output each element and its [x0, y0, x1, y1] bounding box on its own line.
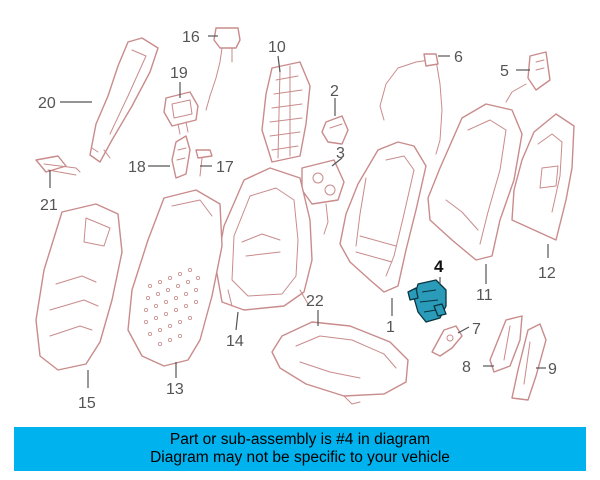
label-19: 19 [170, 65, 188, 82]
part-info-banner: Part or sub-assembly is #4 in diagram Di… [14, 427, 586, 471]
label-21: 21 [40, 197, 58, 214]
part-5-switch [505, 51, 551, 103]
label-10: 10 [268, 39, 286, 56]
callout-labels: 20 16 10 19 2 6 5 3 17 18 21 12 11 1 4 7… [38, 29, 557, 412]
label-6: 6 [454, 49, 463, 66]
label-12: 12 [538, 265, 556, 282]
part-15-backrest-cover [35, 203, 123, 371]
part-6-cable [379, 53, 443, 155]
label-3: 3 [336, 145, 345, 162]
part-10-lumbar-mat [261, 61, 311, 163]
part-2-motor [321, 115, 349, 145]
parts-diagram: 20 16 10 19 2 6 5 3 17 18 21 12 11 1 4 7… [35, 27, 575, 412]
label-13: 13 [166, 381, 184, 398]
part-14-seat-frame [215, 167, 313, 311]
part-16-headrest-guide [205, 27, 241, 111]
part-18-latch [171, 135, 191, 179]
leader-lines [49, 35, 549, 388]
part-1-backrest-frame [339, 141, 427, 293]
label-14: 14 [226, 333, 244, 350]
part-4-adjuster [407, 279, 447, 323]
label-7: 7 [472, 321, 481, 338]
banner-line-2: Diagram may not be specific to your vehi… [150, 449, 450, 466]
part-20-trim-panel [89, 37, 159, 163]
part-19-bracket [163, 91, 199, 135]
part-12-back-panel [511, 113, 575, 241]
part-11-backrest-shell [427, 103, 523, 261]
label-20: 20 [38, 95, 56, 112]
part-8-side-cover [489, 315, 523, 373]
part-13-perforated-cover [127, 189, 223, 367]
label-22: 22 [306, 293, 324, 310]
label-4: 4 [434, 257, 444, 276]
part-9-side-trim [511, 323, 547, 401]
label-1: 1 [386, 319, 395, 336]
banner-line-1: Part or sub-assembly is #4 in diagram [169, 431, 431, 448]
label-15: 15 [78, 395, 96, 412]
label-9: 9 [548, 361, 557, 378]
label-5: 5 [500, 63, 509, 80]
label-18: 18 [128, 159, 146, 176]
part-17-screw [195, 149, 213, 177]
label-16: 16 [182, 29, 200, 46]
label-2: 2 [330, 83, 339, 100]
part-21-clips [35, 155, 81, 176]
part-7-bracket [431, 325, 463, 357]
label-17: 17 [216, 159, 234, 176]
label-11: 11 [476, 287, 493, 304]
part-22-cushion [271, 321, 409, 405]
label-8: 8 [462, 359, 471, 376]
